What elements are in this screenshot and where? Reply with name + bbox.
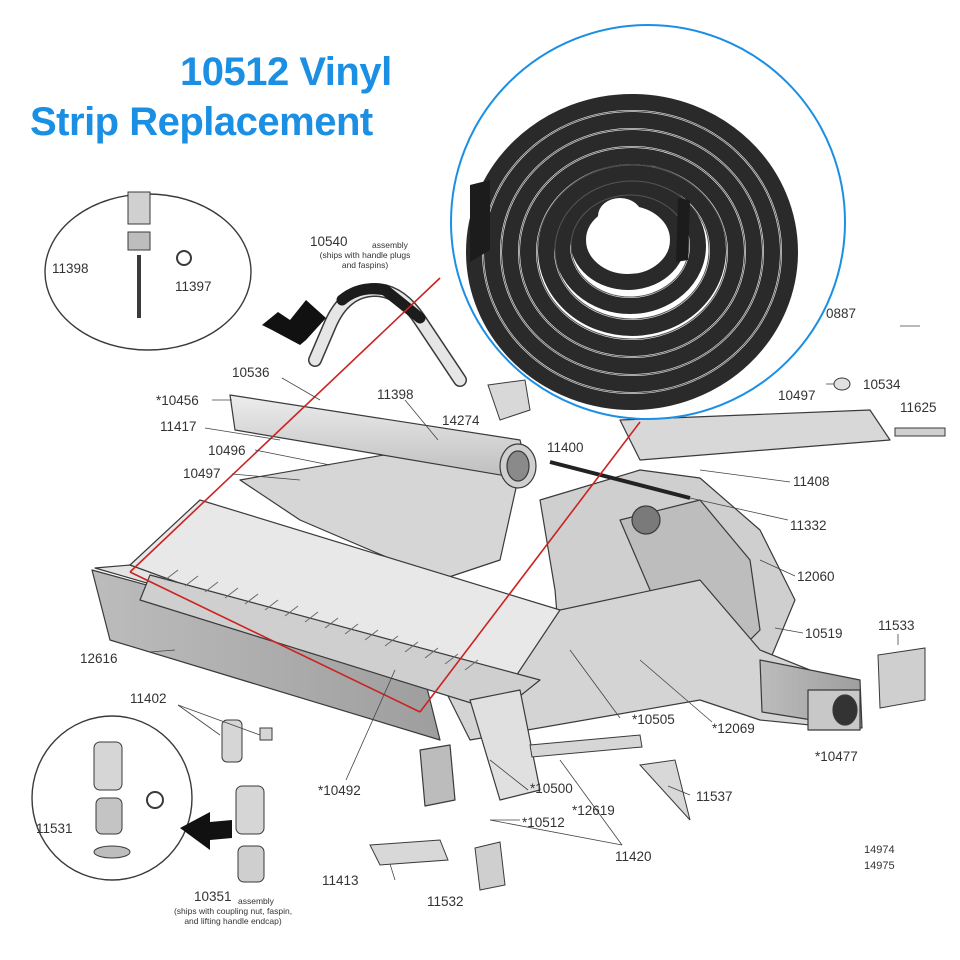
part-label-10496: 10496 [208,443,246,458]
part-note-10540: assembly (ships with handle plugs and fa… [290,240,440,271]
vinyl-strip-callout [450,24,846,420]
part-label-11532: 11532 [427,894,464,909]
part-label-10492: *10492 [318,783,361,798]
part-label-10536: 10536 [232,365,270,380]
part-note-10351-line-2: (ships with coupling nut, faspin, [173,906,293,917]
part-label-11537: 11537 [696,789,733,804]
part-label-10497-right: 10497 [778,388,816,403]
part-label-12619: *12619 [572,803,615,818]
part-label-11420: 11420 [615,849,652,864]
part-note-10351: assembly (ships with coupling nut, faspi… [148,896,318,927]
part-label-0887: 0887 [826,306,857,321]
part-label-11402: 11402 [130,691,167,706]
part-label-11533: 11533 [878,618,915,633]
part-label-11398: 11398 [377,387,414,402]
highlight-lines [129,277,641,713]
part-label-10519: 10519 [805,626,843,641]
part-label-11531: 11531 [36,821,73,836]
arrow-top [262,300,326,345]
part-label-11397: 11397 [175,279,212,294]
part-note-10351-line-3: and lifting handle endcap) [184,916,282,927]
part-label-14974: 14974 [864,844,895,856]
part-label-11417: 11417 [160,419,197,434]
part-label-11408: 11408 [793,474,830,489]
leader-lines [149,325,920,881]
detail-circle-top [44,191,252,351]
part-label-12069: *12069 [712,721,755,736]
part-note-10540-line-2: (ships with handle plugs [319,250,411,261]
part-label-12060: 12060 [797,569,835,584]
part-label-10477: *10477 [815,749,858,764]
small-parts [221,377,946,891]
handle-assembly [308,282,467,387]
part-label-10351: 10351 [194,889,232,904]
part-note-10351-line-1: assembly [238,896,274,906]
part-label-10505: *10505 [632,712,675,727]
track-ribs [164,569,479,671]
part-label-10456: *10456 [156,393,199,408]
part-label-10540: 10540 [310,234,348,249]
arrow-bottom [180,812,232,850]
part-label-14274: 14274 [442,413,480,428]
part-label-10512: *10512 [522,815,565,830]
part-label-14975: 14975 [864,860,895,872]
title-line-2: Strip Replacement [30,100,373,144]
part-note-10540-line-1: assembly [372,240,408,250]
part-label-10497-left: 10497 [183,466,221,481]
part-label-12616: 12616 [80,651,118,666]
part-note-10540-line-3: and faspins) [341,260,389,271]
part-label-11398-detail: 11398 [52,261,89,276]
part-label-10500: *10500 [530,781,573,796]
detail-circle-bottom [31,715,265,883]
part-label-11625: 11625 [900,400,937,415]
part-label-11413: 11413 [322,873,359,888]
title-line-1: 10512 Vinyl [180,50,392,94]
part-label-11332: 11332 [790,518,827,533]
part-label-11400: 11400 [547,440,584,455]
vinyl-strip-coil [466,94,798,410]
part-label-10534: 10534 [863,377,901,392]
